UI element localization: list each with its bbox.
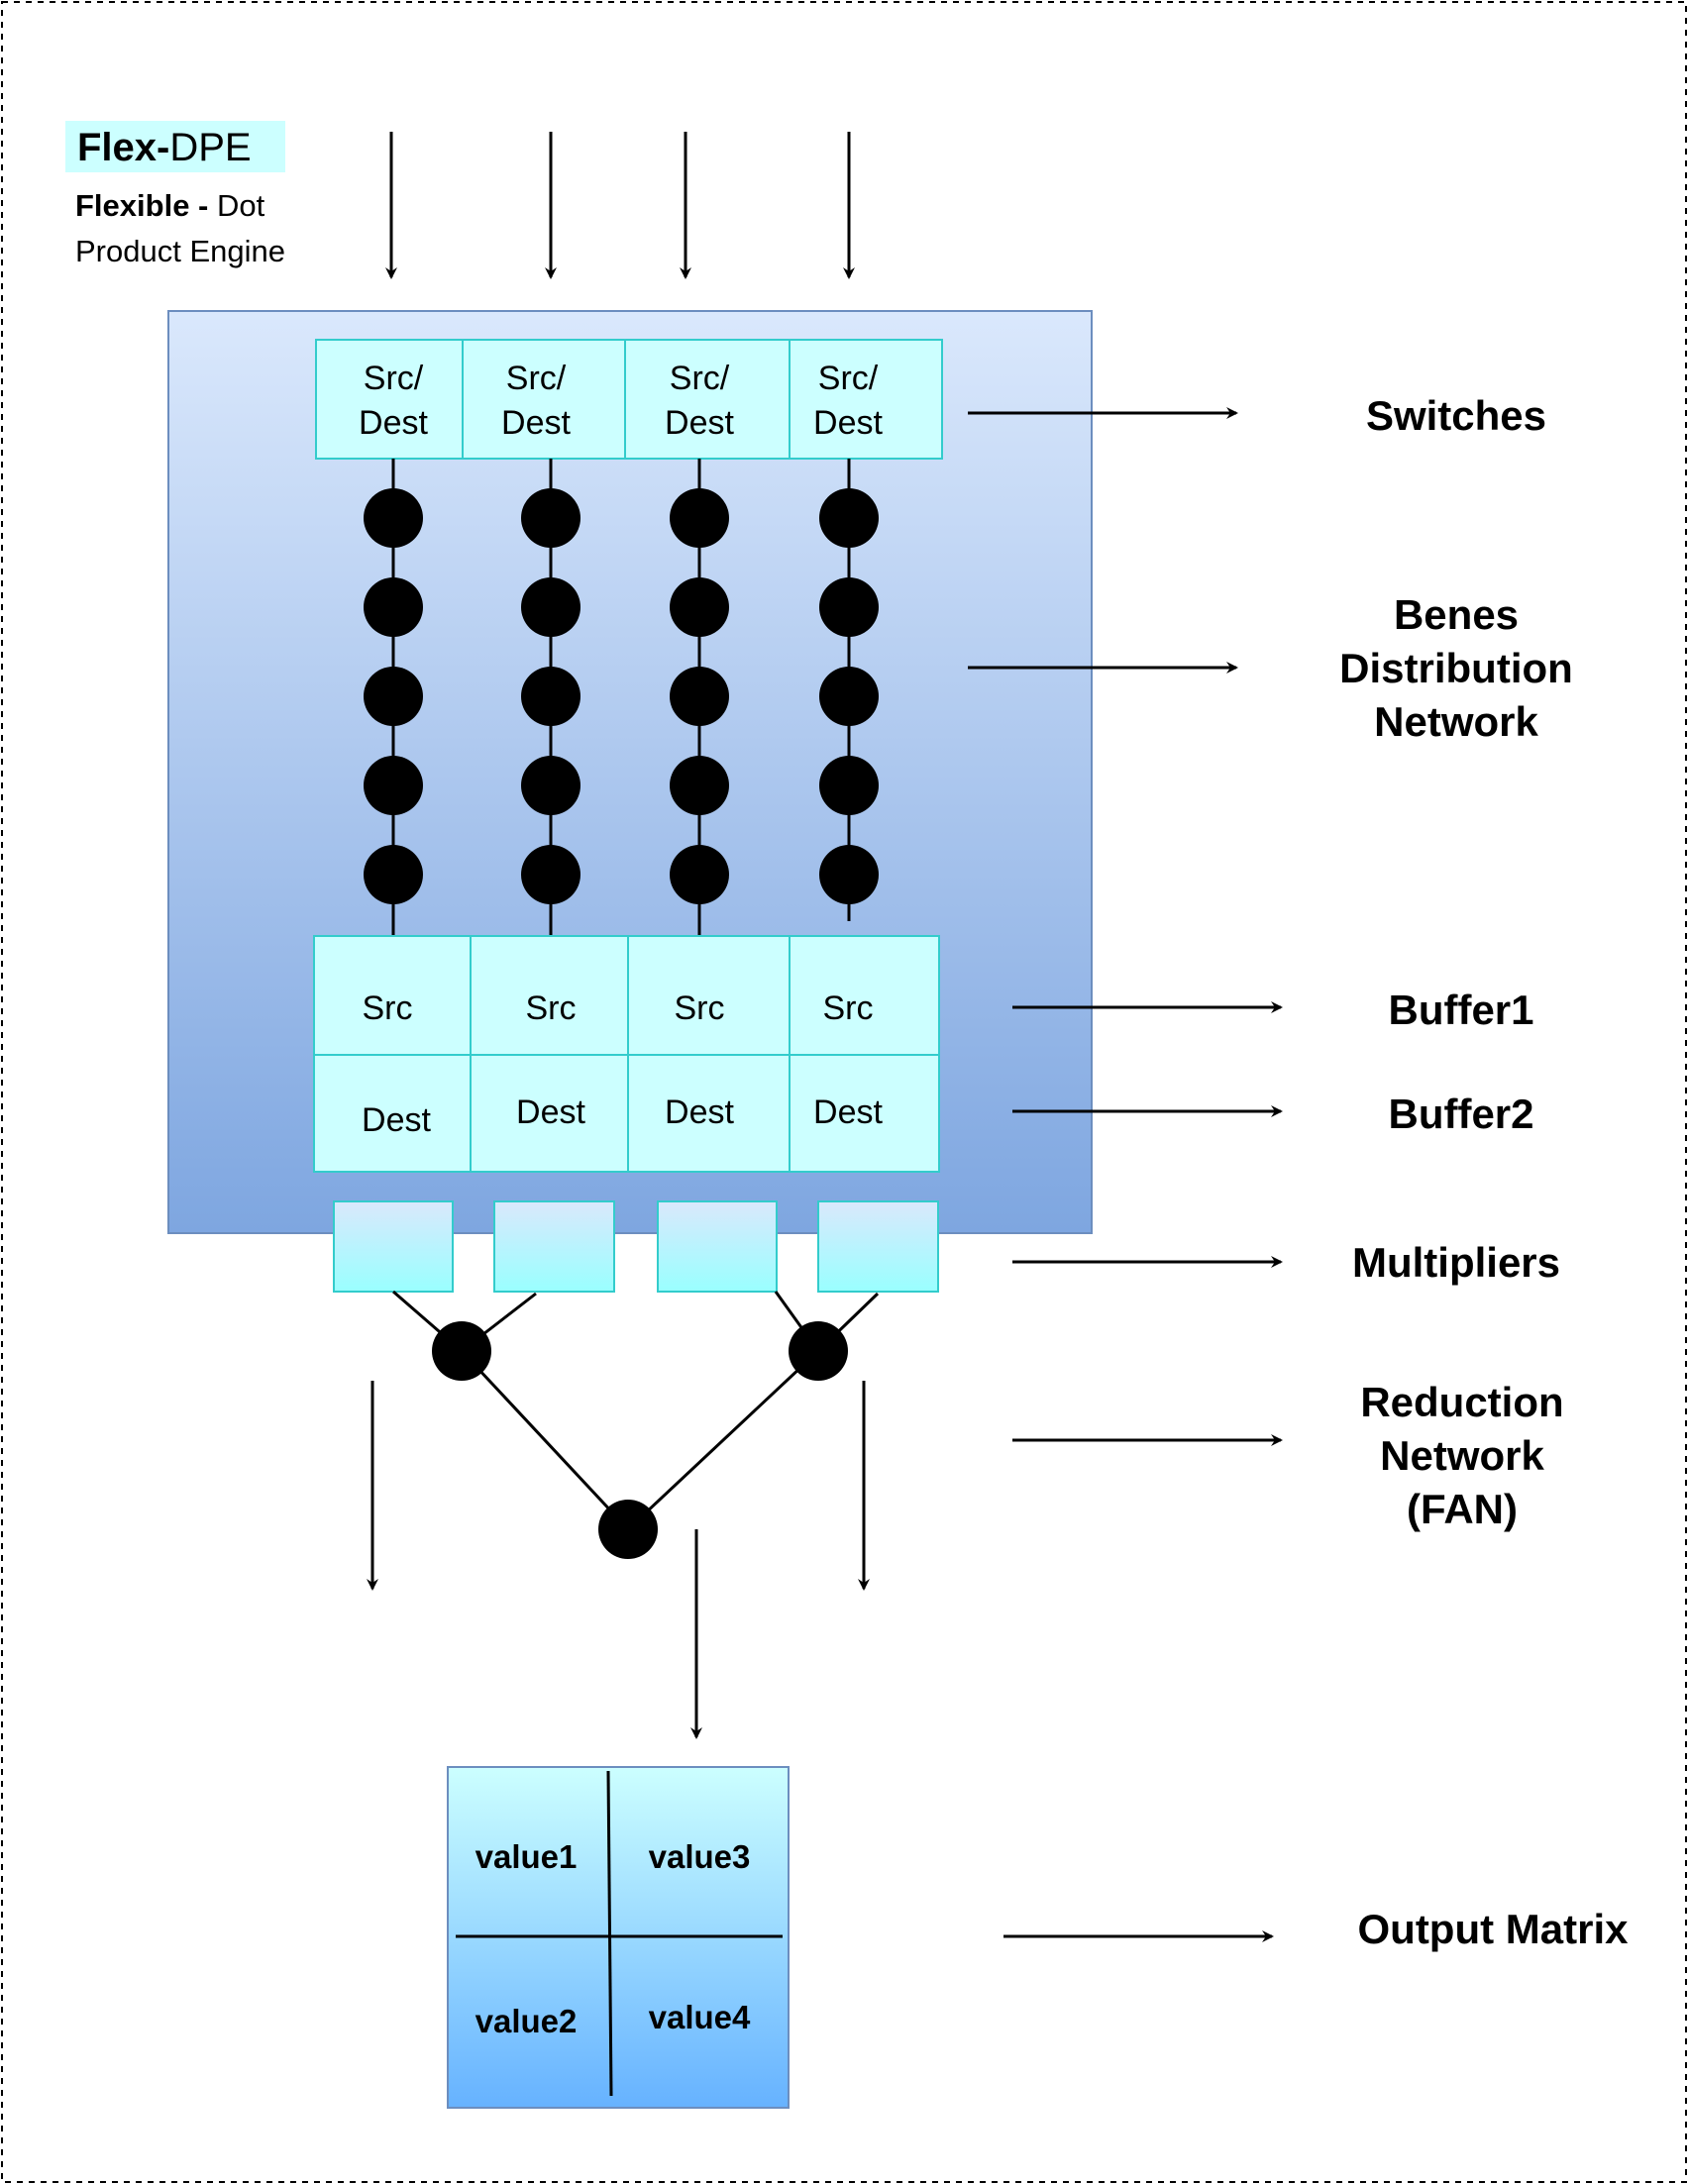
- reduction-edge: [626, 1349, 820, 1531]
- switch-cell: [789, 339, 943, 460]
- label-buffer2: Buffer2: [1388, 1091, 1533, 1137]
- multiplier-box: [817, 1200, 939, 1293]
- label-reduction-line2: Network: [1380, 1432, 1544, 1479]
- switch-label-bottom: Dest: [665, 404, 734, 442]
- benes-node: [521, 845, 580, 904]
- subtitle-line2: Product Engine: [75, 234, 285, 268]
- switch-cell: [315, 339, 464, 460]
- benes-node: [364, 577, 423, 637]
- buffer1-label: Src: [526, 989, 577, 1027]
- switch-label-bottom: Dest: [813, 404, 883, 442]
- buffer1-cell: [627, 935, 791, 1056]
- benes-node: [364, 845, 423, 904]
- multiplier-box: [493, 1200, 615, 1293]
- label-output-matrix: Output Matrix: [1358, 1906, 1630, 1952]
- benes-node: [364, 488, 423, 548]
- benes-node: [521, 667, 580, 726]
- switches-row: Src/ Dest Src/ Dest Src/ Dest Src/ Dest: [315, 339, 943, 460]
- benes-node: [670, 756, 729, 815]
- label-benes-line2: Distribution: [1339, 645, 1573, 691]
- benes-node: [521, 756, 580, 815]
- benes-node: [670, 845, 729, 904]
- reduction-node: [598, 1500, 658, 1559]
- benes-node: [670, 488, 729, 548]
- title-bold: Flex-: [77, 126, 169, 169]
- multiplier-box: [333, 1200, 454, 1293]
- switch-cell: [624, 339, 791, 460]
- buffer1-cell: [789, 935, 940, 1056]
- buffer2-label: Dest: [665, 1093, 734, 1131]
- buffer2-label: Dest: [362, 1101, 431, 1139]
- buffer1-label: Src: [675, 989, 725, 1027]
- switch-label-top: Src/: [670, 360, 730, 397]
- switch-cell: [462, 339, 626, 460]
- switch-label-top: Src/: [506, 360, 567, 397]
- output-arrows: [367, 1381, 870, 1739]
- subtitle-line1-regular: Dot: [217, 188, 265, 223]
- switch-label-bottom: Dest: [501, 404, 571, 442]
- output-value: value1: [475, 1838, 578, 1875]
- output-matrix-divider: [606, 1770, 613, 2097]
- output-matrix: value1 value3 value2 value4: [447, 1766, 790, 2109]
- buffer1-label: Src: [363, 989, 413, 1027]
- switch-label-top: Src/: [818, 360, 879, 397]
- title-regular: DPE: [169, 126, 251, 169]
- title-text: Flex-DPE: [77, 126, 252, 169]
- reduction-node: [432, 1321, 491, 1381]
- buffers: Src Src Src Src Dest Dest Dest Dest: [313, 935, 940, 1173]
- buffer2-label: Dest: [813, 1093, 883, 1131]
- benes-node: [521, 488, 580, 548]
- benes-node: [819, 845, 879, 904]
- benes-node: [364, 667, 423, 726]
- label-buffer1: Buffer1: [1388, 987, 1533, 1033]
- benes-node: [819, 488, 879, 548]
- reduction-edge: [460, 1349, 630, 1531]
- output-value: value2: [475, 2003, 578, 2039]
- subtitle-line1: Flexible - Dot: [75, 188, 265, 223]
- output-value: value4: [649, 1999, 751, 2035]
- benes-node: [670, 667, 729, 726]
- buffer1-label: Src: [823, 989, 874, 1027]
- label-switches: Switches: [1366, 392, 1546, 439]
- benes-node: [521, 577, 580, 637]
- input-arrows: [385, 132, 855, 279]
- reduction-nodes: [432, 1321, 848, 1559]
- benes-node: [670, 577, 729, 637]
- benes-nodes: [364, 488, 879, 904]
- switch-label-top: Src/: [364, 360, 424, 397]
- benes-node: [364, 756, 423, 815]
- buffer2-label: Dest: [516, 1093, 585, 1131]
- buffer2-cell: [789, 1054, 940, 1173]
- output-value: value3: [649, 1838, 751, 1875]
- multipliers: [333, 1200, 939, 1293]
- switch-label-bottom: Dest: [359, 404, 428, 442]
- label-arrows: [968, 407, 1283, 1942]
- benes-node: [819, 577, 879, 637]
- label-multipliers: Multipliers: [1352, 1239, 1560, 1286]
- benes-node: [819, 667, 879, 726]
- label-reduction-line1: Reduction: [1360, 1379, 1563, 1425]
- reduction-node: [789, 1321, 848, 1381]
- component-labels: Switches Benes Distribution Network Buff…: [1339, 392, 1629, 1952]
- subtitle-bold: Flexible -: [75, 188, 217, 223]
- label-benes-line3: Network: [1374, 698, 1538, 745]
- title-block: Flex-DPE Flexible - Dot Product Engine: [65, 121, 285, 268]
- buffer2-cell: [627, 1054, 791, 1173]
- label-benes-line1: Benes: [1394, 591, 1519, 638]
- multiplier-box: [657, 1200, 778, 1293]
- label-reduction-line3: (FAN): [1407, 1486, 1518, 1532]
- benes-node: [819, 756, 879, 815]
- title-highlight: [65, 121, 285, 172]
